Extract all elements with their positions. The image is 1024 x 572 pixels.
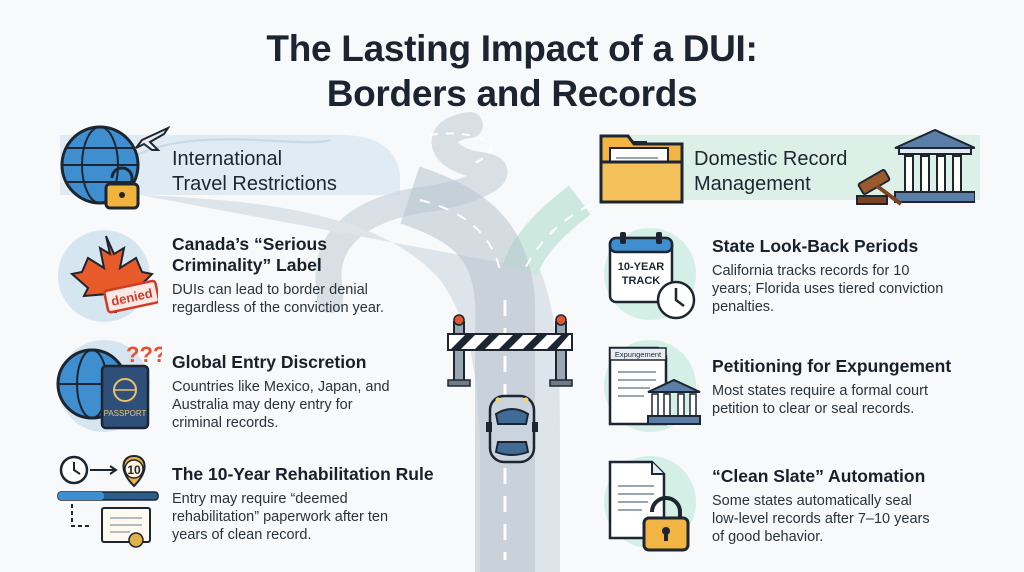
item-rehabilitation-rule: The 10-Year Rehabilitation Rule Entry ma… bbox=[172, 464, 434, 544]
folder-icon bbox=[599, 134, 684, 204]
svg-text:TRACK: TRACK bbox=[622, 275, 661, 287]
item-body: Some states automatically seal low-level… bbox=[712, 493, 930, 545]
car-icon bbox=[486, 394, 538, 464]
item-canada-criminality: Canada’s “Serious Criminality” Label DUI… bbox=[172, 234, 384, 317]
item-global-entry: Global Entry Discretion Countries like M… bbox=[172, 352, 390, 432]
calendar-clock-icon: 10-YEAR TRACK bbox=[608, 232, 696, 320]
svg-text:10: 10 bbox=[127, 463, 141, 477]
courthouse-gavel-icon bbox=[856, 128, 975, 206]
timeline-icon: 10 bbox=[57, 454, 159, 548]
item-body: Entry may require “deemed rehabilitation… bbox=[172, 491, 389, 543]
item-clean-slate: “Clean Slate” Automation Some states aut… bbox=[712, 466, 930, 546]
left-section-heading: International Travel Restrictions bbox=[172, 147, 337, 197]
item-title: The 10-Year Rehabilitation Rule bbox=[172, 464, 434, 484]
left-heading-line-1: International bbox=[172, 148, 283, 170]
svg-text:Expungement: Expungement bbox=[615, 350, 662, 359]
right-heading-line-1: Domestic Record bbox=[694, 148, 848, 170]
passport-icon: PASSPORT ??? bbox=[56, 342, 162, 430]
right-section-heading: Domestic Record Management bbox=[694, 147, 847, 197]
denied-stamp: denied bbox=[103, 279, 158, 314]
item-title: “Clean Slate” Automation bbox=[712, 466, 926, 486]
item-body: California tracks records for 10 years; … bbox=[712, 263, 944, 315]
item-expungement: Petitioning for Expungement Most states … bbox=[712, 356, 951, 418]
item-body: Countries like Mexico, Japan, and Austra… bbox=[172, 379, 390, 431]
page-title: The Lasting Impact of a DUI: Borders and… bbox=[0, 26, 1024, 116]
right-heading-line-2: Management bbox=[694, 173, 811, 195]
item-body: DUIs can lead to border denial regardles… bbox=[172, 282, 384, 316]
document-courthouse-icon: Expungement bbox=[608, 346, 701, 426]
item-title: Petitioning for Expungement bbox=[712, 356, 952, 376]
maple-leaf-icon: denied bbox=[69, 235, 158, 314]
item-look-back-periods: State Look-Back Periods California track… bbox=[712, 236, 943, 316]
svg-text:PASSPORT: PASSPORT bbox=[104, 409, 147, 418]
item-title: Global Entry Discretion bbox=[172, 352, 367, 372]
globe-lock-plane-icon bbox=[60, 125, 170, 210]
title-line-2: Borders and Records bbox=[326, 73, 698, 114]
left-heading-line-2: Travel Restrictions bbox=[172, 173, 337, 195]
item-body: Most states require a formal court petit… bbox=[712, 383, 928, 417]
item-title: State Look-Back Periods bbox=[712, 236, 919, 256]
document-lock-icon bbox=[608, 460, 690, 552]
road-barrier-icon bbox=[447, 314, 573, 387]
item-title: Canada’s “Serious Criminality” Label bbox=[172, 234, 327, 275]
title-line-1: The Lasting Impact of a DUI: bbox=[266, 28, 758, 69]
svg-text:???: ??? bbox=[126, 342, 162, 367]
svg-text:10-YEAR: 10-YEAR bbox=[618, 261, 665, 273]
